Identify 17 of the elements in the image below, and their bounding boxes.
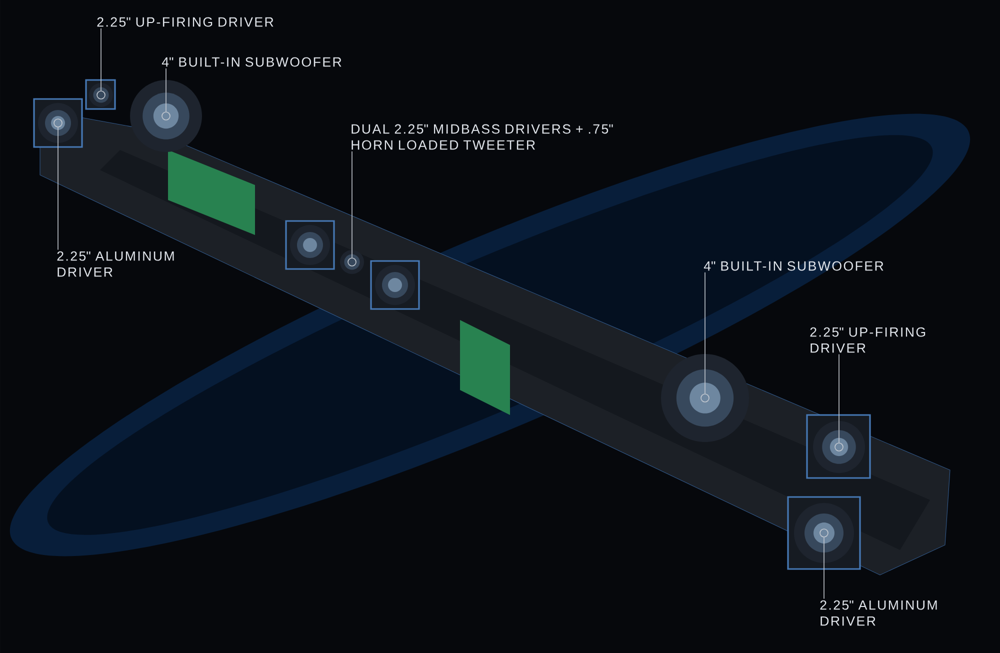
leader-dot (96, 90, 106, 100)
leader-line (704, 272, 706, 394)
leader-dot (348, 258, 356, 266)
callout-label: 2.25" UP-FIRING DRIVER (97, 17, 274, 27)
leader-dot (162, 112, 170, 120)
callout-label: 2.25" UP-FIRING DRIVER (810, 327, 926, 353)
callout-label: DUAL 2.25" MIDBASS DRIVERS + .75" HORN LOADED TWEETER (352, 124, 613, 150)
leader-line (100, 28, 102, 91)
leader-dot (700, 394, 710, 402)
callout-label: 4" BUILT-IN SUBWOOFER (162, 57, 342, 67)
leader-line (838, 354, 840, 443)
callout-label: 4" BUILT-IN SUBWOOFER (704, 261, 884, 271)
callout-label: 2.25" ALUMINUM DRIVER (57, 251, 174, 277)
leader-dot (54, 118, 62, 128)
leader-dot (820, 528, 828, 538)
callout-label: 2.25" ALUMINUM DRIVER (820, 600, 937, 626)
leader-dot (834, 442, 844, 452)
